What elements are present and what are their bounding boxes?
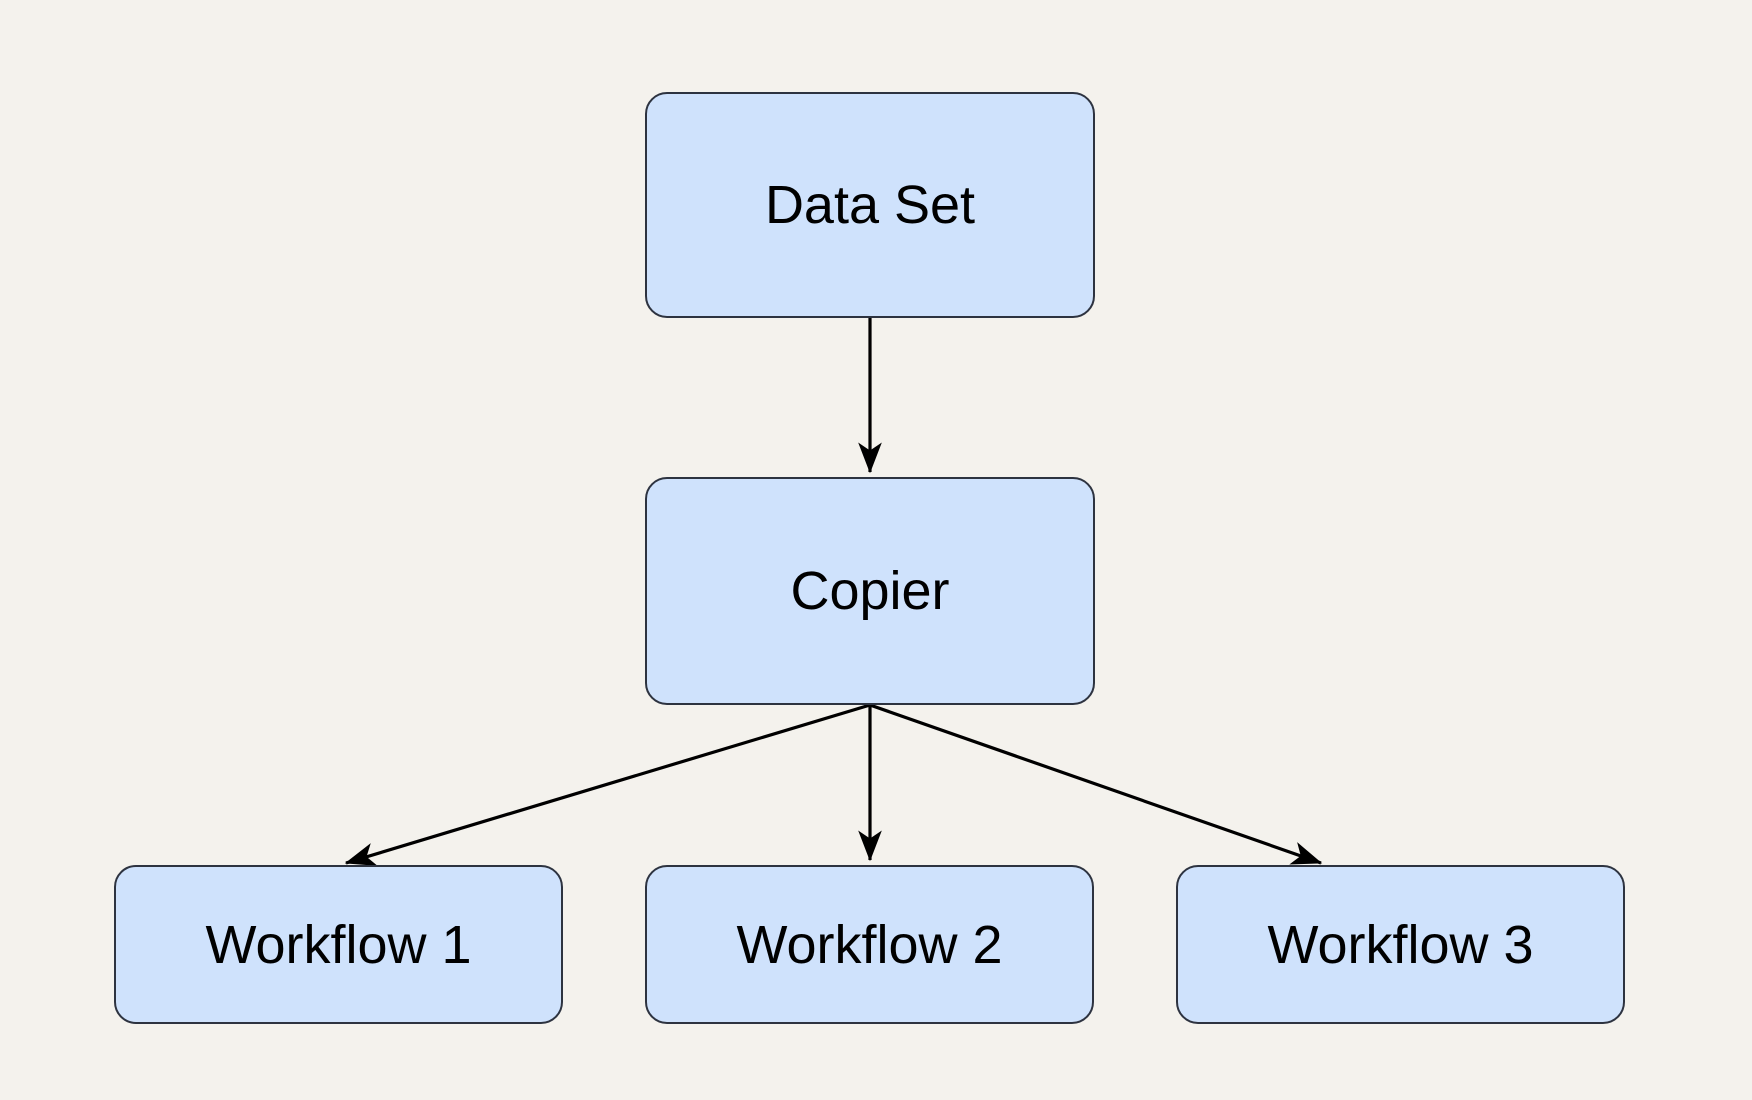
edge-copier-to-workflow3 xyxy=(869,703,1323,865)
node-workflow-1[interactable]: Workflow 1 xyxy=(114,865,563,1024)
node-workflow-1-label: Workflow 1 xyxy=(205,914,472,975)
node-dataset-label: Data Set xyxy=(764,175,976,235)
node-workflow-3-label: Workflow 3 xyxy=(1267,914,1534,975)
node-workflow-2[interactable]: Workflow 2 xyxy=(645,865,1094,1024)
node-workflow-2-label: Workflow 2 xyxy=(736,914,1003,975)
node-copier-label: Copier xyxy=(790,561,950,621)
node-dataset[interactable]: Data Set xyxy=(645,92,1095,318)
node-copier[interactable]: Copier xyxy=(645,477,1095,705)
node-workflow-3[interactable]: Workflow 3 xyxy=(1176,865,1625,1024)
edge-copier-to-workflow1 xyxy=(344,703,871,866)
